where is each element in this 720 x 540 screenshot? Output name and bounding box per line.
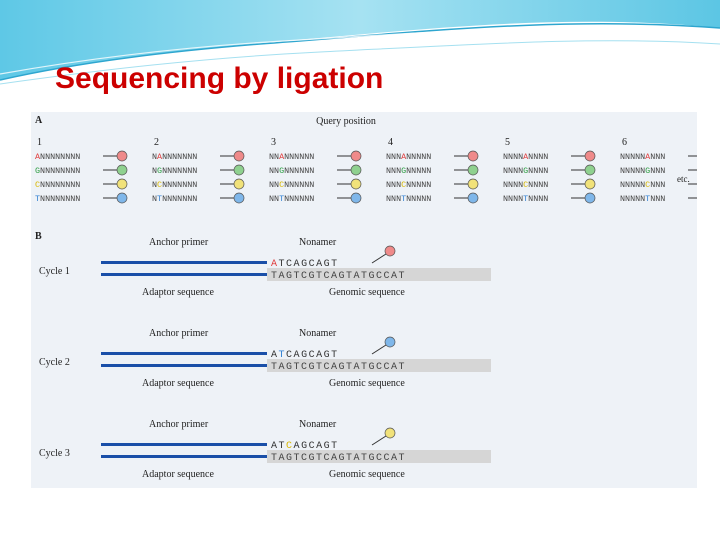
probe-sequence: GNNNNNNNN [35, 166, 80, 176]
probe-sequence: NNNNNANNN [620, 152, 665, 162]
fluorophore-dot [384, 336, 396, 348]
probe-sequence: NNNNNGNNN [620, 166, 665, 176]
fluorophore-dot [233, 178, 245, 190]
probe-sequence: NNCNNNNNN [269, 180, 314, 190]
probe-sequence: ANNNNNNNN [35, 152, 80, 162]
probe-sequence: NGNNNNNNN [152, 166, 197, 176]
adaptor-sequence-label: Adaptor sequence [142, 287, 214, 298]
probe-sequence: NNNANNNNN [386, 152, 431, 162]
query-position-number: 6 [622, 137, 627, 148]
probe-sequence: NNGNNNNNN [269, 166, 314, 176]
fluorophore-dot [384, 427, 396, 439]
adaptor-strand [101, 273, 267, 276]
probe-sequence: NNNCNNNNN [386, 180, 431, 190]
nonamer-sequence: ATCAGCAGT [271, 350, 339, 361]
fluorophore-dot [467, 150, 479, 162]
query-position-number: 4 [388, 137, 393, 148]
anchor-primer-strand [101, 261, 267, 264]
fluorophore-dot [233, 150, 245, 162]
fluorophore-dot [116, 150, 128, 162]
fluorophore-dot [350, 192, 362, 204]
anchor-primer-strand [101, 352, 267, 355]
anchor-primer-label: Anchor primer [149, 328, 209, 339]
query-position-title: Query position [316, 116, 376, 127]
adaptor-strand [101, 364, 267, 367]
nonamer-sequence: ATCAGCAGT [271, 259, 339, 270]
genomic-sequence: TAGTCGTCAGTATGCCAT [271, 453, 406, 464]
probe-sequence: NNNGNNNNN [386, 166, 431, 176]
fluorophore-dot [233, 164, 245, 176]
probe-sequence: NTNNNNNNN [152, 194, 197, 204]
genomic-sequence-label: Genomic sequence [329, 287, 405, 298]
probe-sequence: NNNNNCNNN [620, 180, 665, 190]
slide-title: Sequencing by ligation [55, 62, 384, 95]
probe-sequence: NCNNNNNNN [152, 180, 197, 190]
probe-sequence: NNNNANNNN [503, 152, 548, 162]
fluorophore-dot [584, 192, 596, 204]
fluorophore-dot [350, 178, 362, 190]
fluorophore-dot [116, 178, 128, 190]
query-position-number: 3 [271, 137, 276, 148]
fluorophore-dot [467, 164, 479, 176]
cycle-label: Cycle 1 [39, 266, 70, 277]
nonamer-label: Nonamer [299, 419, 337, 430]
fluorophore-dot [584, 150, 596, 162]
fluorophore-dot [467, 178, 479, 190]
adaptor-strand [101, 455, 267, 458]
fluorophore-dot [384, 245, 396, 257]
probe-sequence: CNNNNNNNN [35, 180, 80, 190]
nonamer-label: Nonamer [299, 237, 337, 248]
genomic-sequence-label: Genomic sequence [329, 469, 405, 480]
anchor-primer-label: Anchor primer [149, 237, 209, 248]
probe-sequence: NNNNNTNNN [620, 194, 665, 204]
adaptor-sequence-label: Adaptor sequence [142, 378, 214, 389]
nonamer-label: Nonamer [299, 328, 337, 339]
cycle-label: Cycle 3 [39, 448, 70, 459]
genomic-strand-background [267, 450, 491, 463]
probe-sequence: TNNNNNNNN [35, 194, 80, 204]
nonamer-linker [371, 253, 387, 264]
nonamer-linker [371, 344, 387, 355]
fluorophore-dot [350, 150, 362, 162]
fluorophore-dot [584, 164, 596, 176]
fluorophore-dot [116, 192, 128, 204]
query-position-number: 2 [154, 137, 159, 148]
cycle-label: Cycle 2 [39, 357, 70, 368]
anchor-primer-strand [101, 443, 267, 446]
nonamer-sequence: ATCAGCAGT [271, 441, 339, 452]
query-position-number: 5 [505, 137, 510, 148]
query-position-number: 1 [37, 137, 42, 148]
probe-sequence: NNNNCNNNN [503, 180, 548, 190]
etc-label: etc. [677, 174, 690, 184]
genomic-sequence: TAGTCGTCAGTATGCCAT [271, 271, 406, 282]
fluorophore-dot [116, 164, 128, 176]
probe-sequence: NNANNNNNN [269, 152, 314, 162]
nonamer-linker [371, 435, 387, 446]
genomic-sequence: TAGTCGTCAGTATGCCAT [271, 362, 406, 373]
panel-a-label: A [35, 115, 43, 126]
probe-sequence: NNNTNNNNN [386, 194, 431, 204]
genomic-sequence-label: Genomic sequence [329, 378, 405, 389]
fluorophore-dot [584, 178, 596, 190]
probe-sequence: NANNNNNNN [152, 152, 197, 162]
probe-sequence: NNNNGNNNN [503, 166, 548, 176]
genomic-strand-background [267, 359, 491, 372]
header-wave-decoration [0, 0, 720, 85]
probe-sequence: NNNNTNNNN [503, 194, 548, 204]
panel-b-label: B [35, 231, 42, 242]
fluorophore-dot [233, 192, 245, 204]
adaptor-sequence-label: Adaptor sequence [142, 469, 214, 480]
anchor-primer-label: Anchor primer [149, 419, 209, 430]
fluorophore-dot [350, 164, 362, 176]
fluorophore-dot [467, 192, 479, 204]
probe-sequence: NNTNNNNNN [269, 194, 314, 204]
genomic-strand-background [267, 268, 491, 281]
